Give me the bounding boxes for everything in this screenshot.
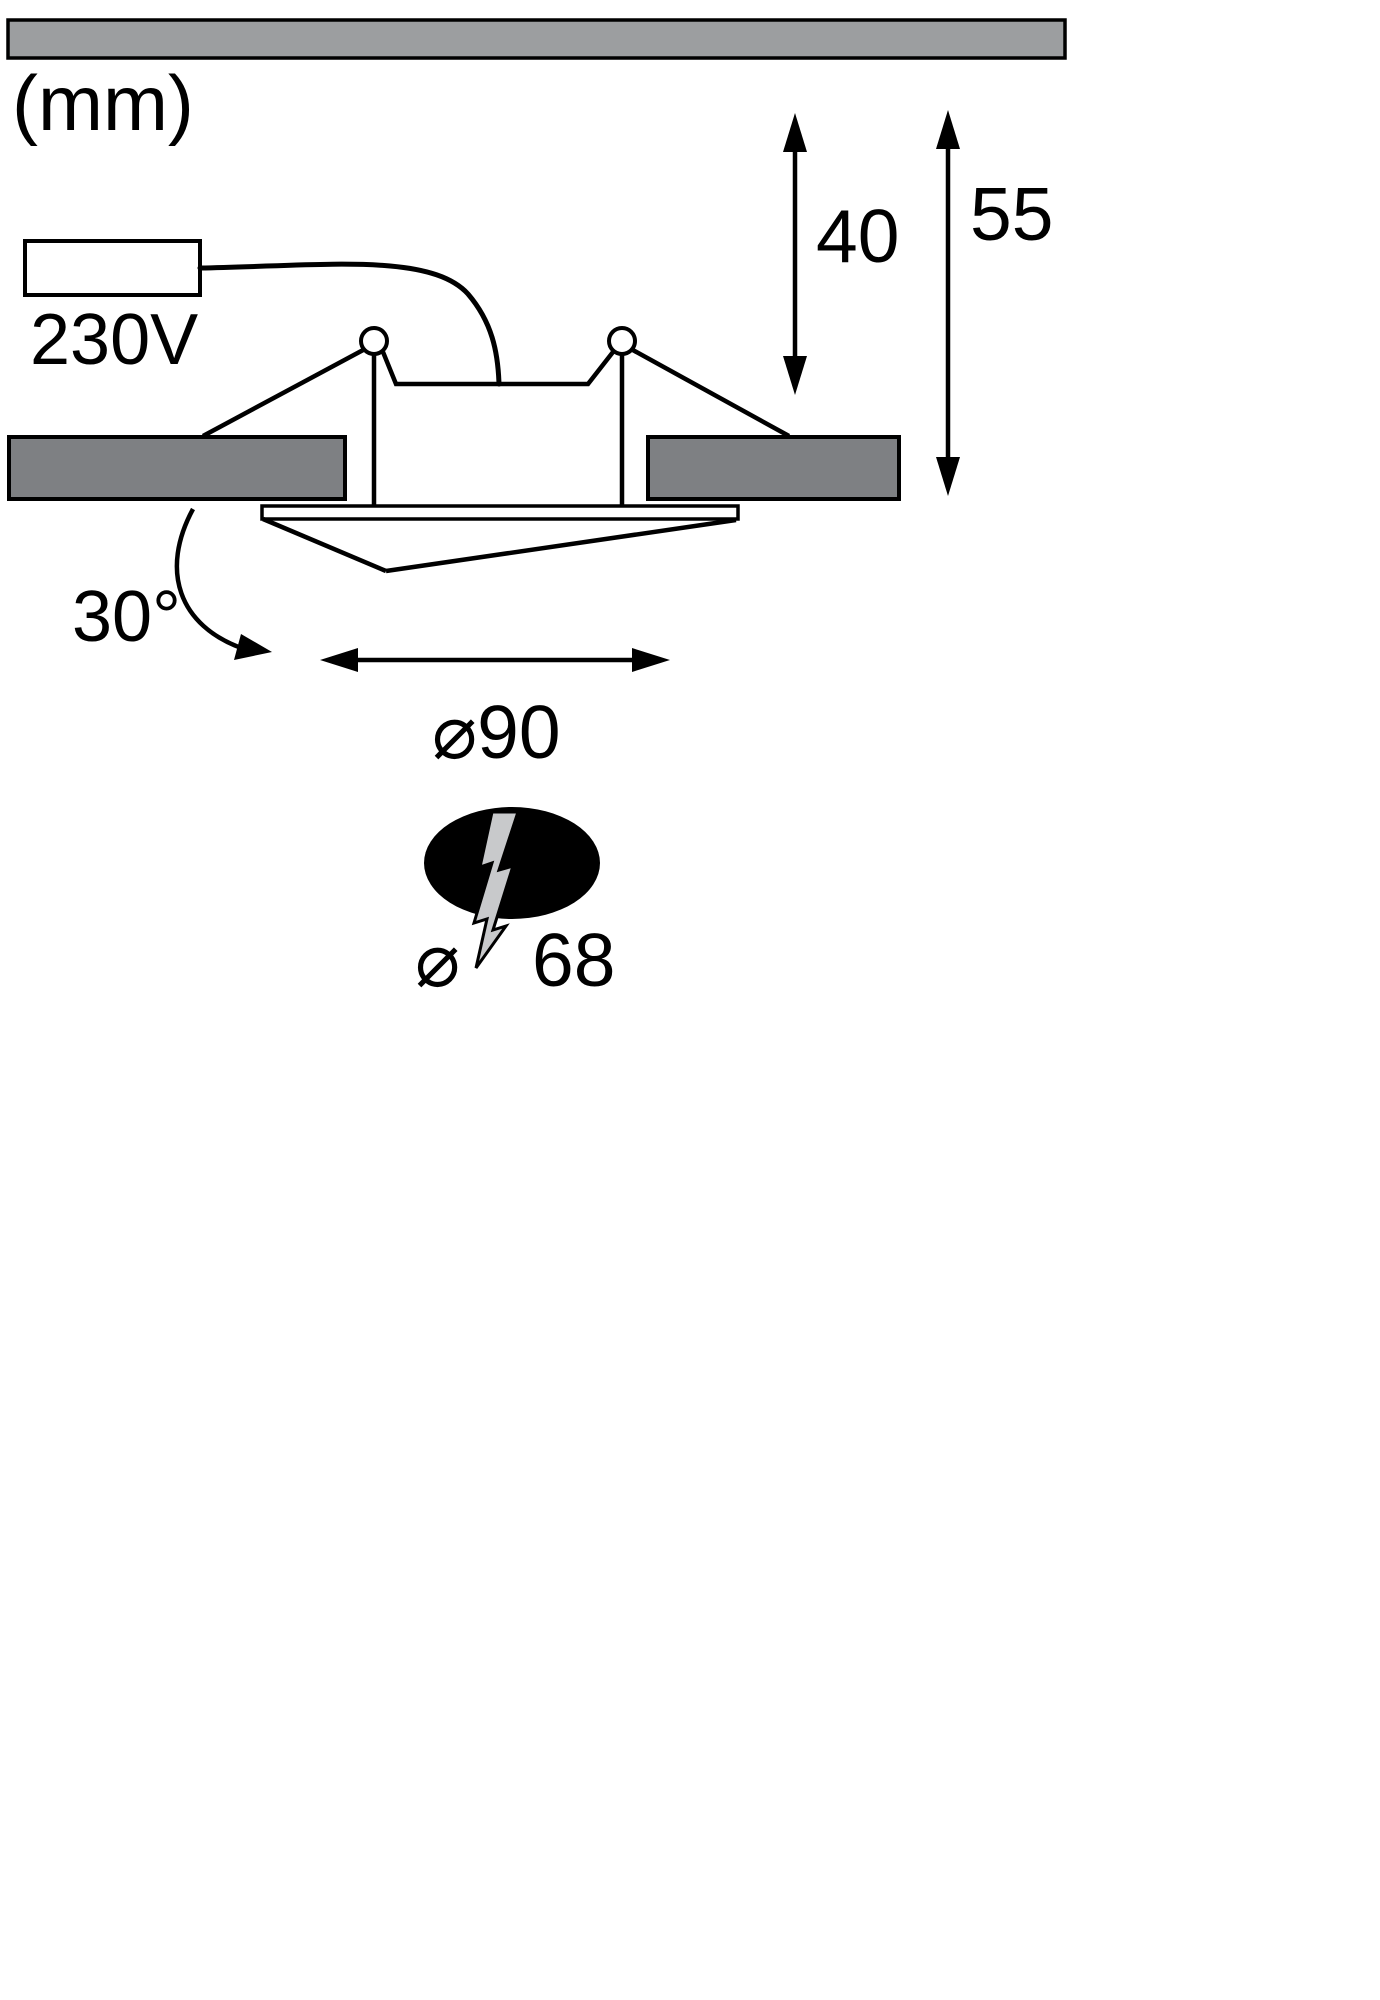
ceiling-panel-left xyxy=(7,435,347,501)
tilt-angle-arrow-icon xyxy=(234,634,272,660)
cutout-diameter-symbol: ⌀ xyxy=(415,918,460,1002)
lightning-bolt-icon xyxy=(471,810,521,969)
cutout-hole xyxy=(424,807,600,919)
dim-outer-diameter-arrow-right-icon xyxy=(632,648,670,672)
recess-depth-label: 40 xyxy=(816,194,899,278)
unit-label: (mm) xyxy=(12,59,194,147)
housing-top-recess xyxy=(380,350,615,387)
power-cable xyxy=(197,261,502,387)
driver-box xyxy=(23,239,202,297)
ceiling-panel-right xyxy=(646,435,901,501)
ceiling-slab-bar xyxy=(6,18,1067,60)
dim-recess-depth-arrow-down-icon xyxy=(783,356,807,395)
pivot-right xyxy=(607,326,637,356)
dim-recess-depth-arrow-up-icon xyxy=(783,113,807,152)
spring-arm-right xyxy=(629,347,791,438)
dim-outer-diameter-arrow-left-icon xyxy=(320,648,358,672)
trim-ring xyxy=(260,504,740,521)
spring-arm-left xyxy=(201,347,367,438)
cutout-diameter-value: 68 xyxy=(532,918,615,1002)
tilt-angle-label: 30° xyxy=(72,577,181,657)
dim-total-depth-arrow-up-icon xyxy=(936,110,960,149)
tilt-angle-arc xyxy=(174,507,245,652)
lamp-face-left-edge xyxy=(262,516,387,574)
pivot-left xyxy=(359,326,389,356)
dim-total-depth-arrow-down-icon xyxy=(936,457,960,496)
outer-diameter-label: ⌀90 xyxy=(432,690,561,774)
lamp-face-tilted xyxy=(385,517,737,574)
voltage-label: 230V xyxy=(30,300,198,380)
total-depth-label: 55 xyxy=(970,172,1053,256)
